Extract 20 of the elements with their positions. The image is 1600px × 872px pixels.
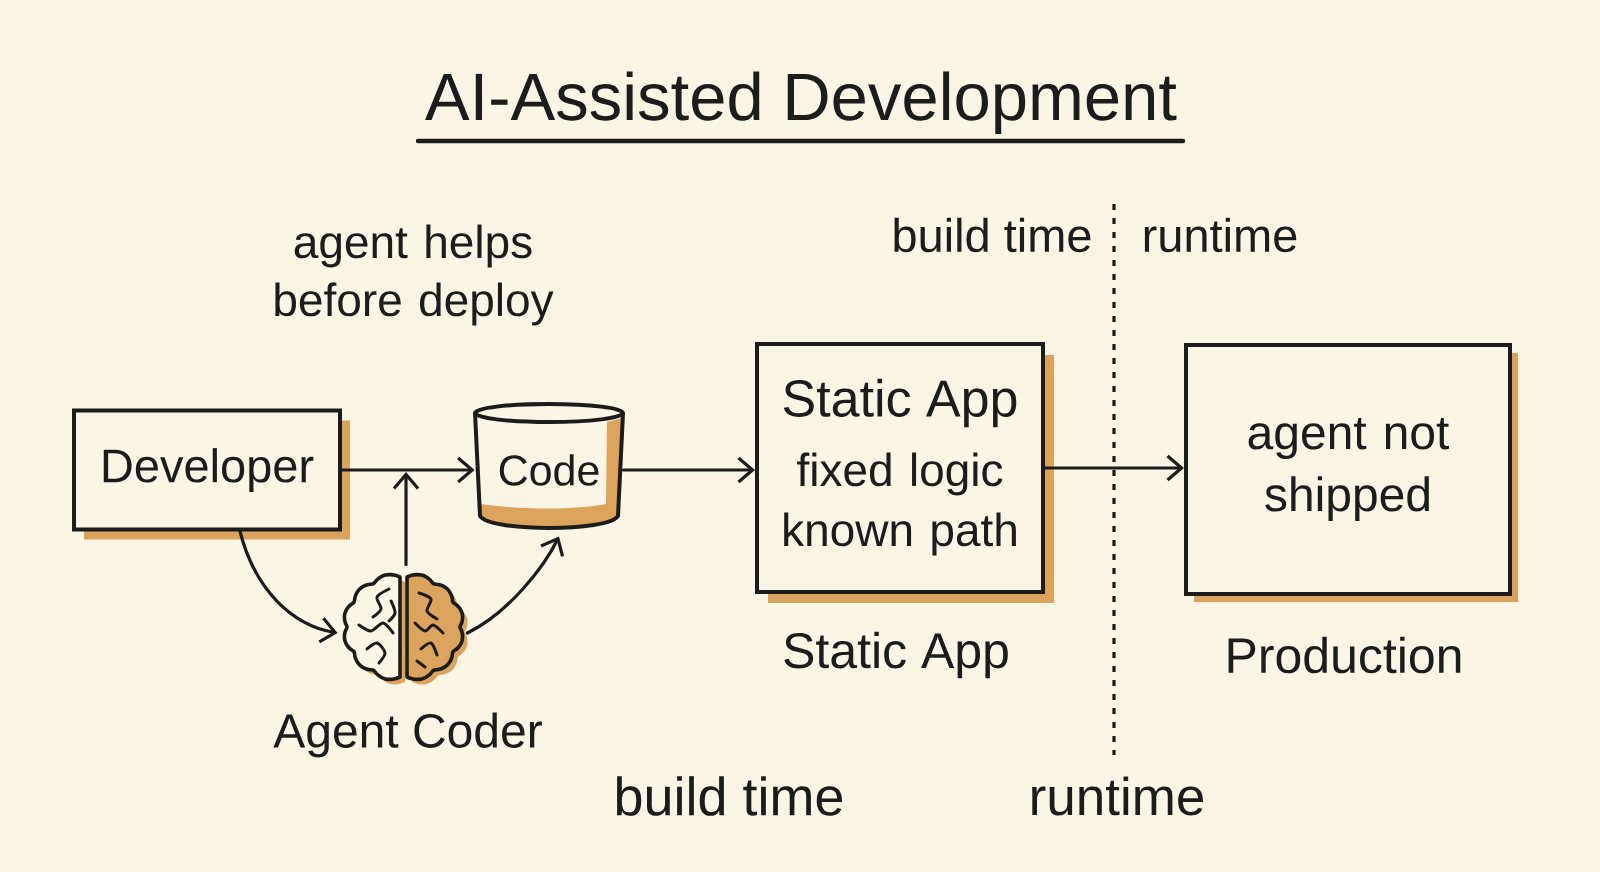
arrow xyxy=(621,456,755,484)
box-heading: Static App xyxy=(783,378,1017,428)
arrow xyxy=(392,472,420,567)
cylinder: Code xyxy=(473,402,625,530)
box-text: fixed logic known path xyxy=(784,452,1016,556)
box: Developer xyxy=(72,408,350,540)
arrow xyxy=(465,536,565,635)
zone-label: build time xyxy=(616,776,843,816)
arrow xyxy=(1043,454,1184,482)
node-label: Production xyxy=(1228,636,1461,674)
box: agent not shipped xyxy=(1184,343,1518,602)
node-label: Agent Coder xyxy=(273,712,542,758)
zone-label: runtime xyxy=(1144,217,1297,253)
zone-label: build time xyxy=(894,217,1091,253)
note-text: agent helps before deploy xyxy=(275,224,554,326)
title: AI-Assisted Development xyxy=(425,71,1177,134)
node-label: Static App xyxy=(784,631,1008,679)
arrow xyxy=(238,529,338,644)
arrow xyxy=(340,456,475,484)
zone-label: runtime xyxy=(1032,776,1203,816)
